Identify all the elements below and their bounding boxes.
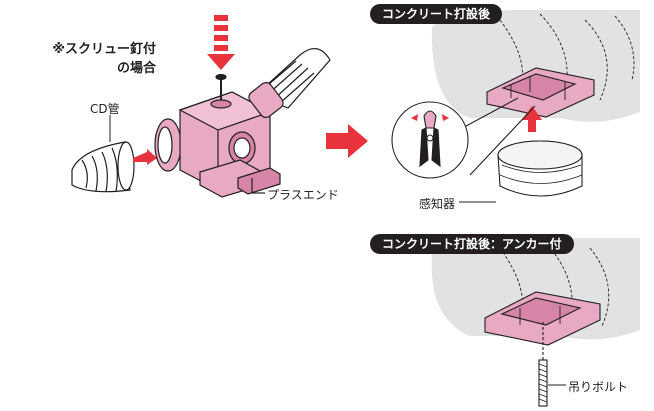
sensor-label: 感知器: [419, 197, 456, 211]
plus-end-label: プラスエンド: [267, 188, 339, 202]
after-concrete-tag: コンクリート打設後: [370, 4, 503, 24]
anchor-scene: [431, 238, 640, 407]
after-concrete-scene: [391, 10, 640, 203]
pliers-icon: [419, 110, 441, 168]
cd-pipe-label: CD管: [90, 102, 120, 116]
left-assembly: [71, 48, 331, 198]
down-arrow-icon: [207, 15, 235, 70]
hanging-bolt: [538, 322, 548, 407]
right-arrow-icon: [133, 149, 157, 165]
up-arrow-icon: [522, 106, 542, 132]
cd-pipe: [71, 141, 135, 193]
smoke-sensor: [497, 140, 583, 197]
screw-nail-note-line2: の場合: [116, 61, 156, 76]
nail-icon: [210, 73, 232, 109]
after-concrete-anchor-tag: コンクリート打設後：アンカー付: [370, 234, 574, 254]
screw-nail-note-line1: ※スクリュー釘付: [52, 42, 156, 57]
hanging-bolt-label: 吊りボルト: [568, 380, 629, 394]
screw-nail-note: ※スクリュー釘付 の場合: [28, 40, 156, 78]
right-arrow-icon: [326, 124, 368, 158]
